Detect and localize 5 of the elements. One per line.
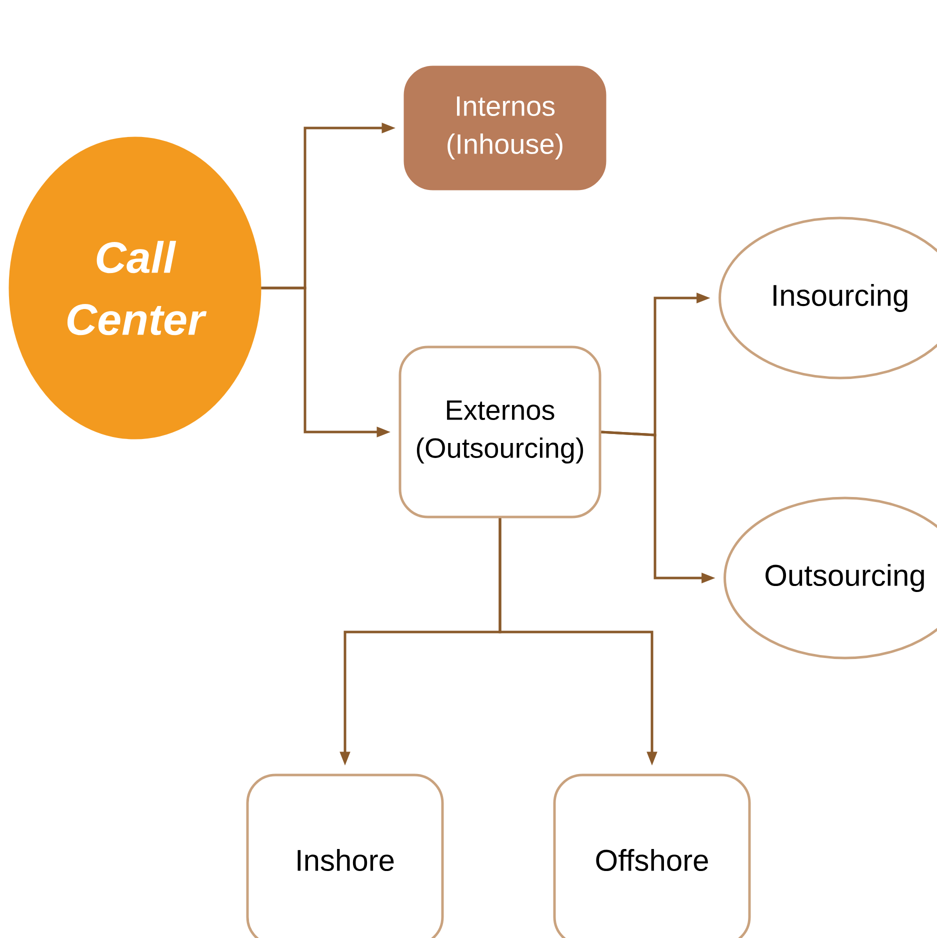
circle-node: Call Center	[8, 136, 262, 440]
process-box: Externos (Outsourcing)	[398, 346, 602, 518]
process-box: Internos (Inhouse)	[404, 66, 606, 190]
process-box: Offshore	[553, 774, 751, 938]
process-box: Inshore	[246, 774, 444, 938]
